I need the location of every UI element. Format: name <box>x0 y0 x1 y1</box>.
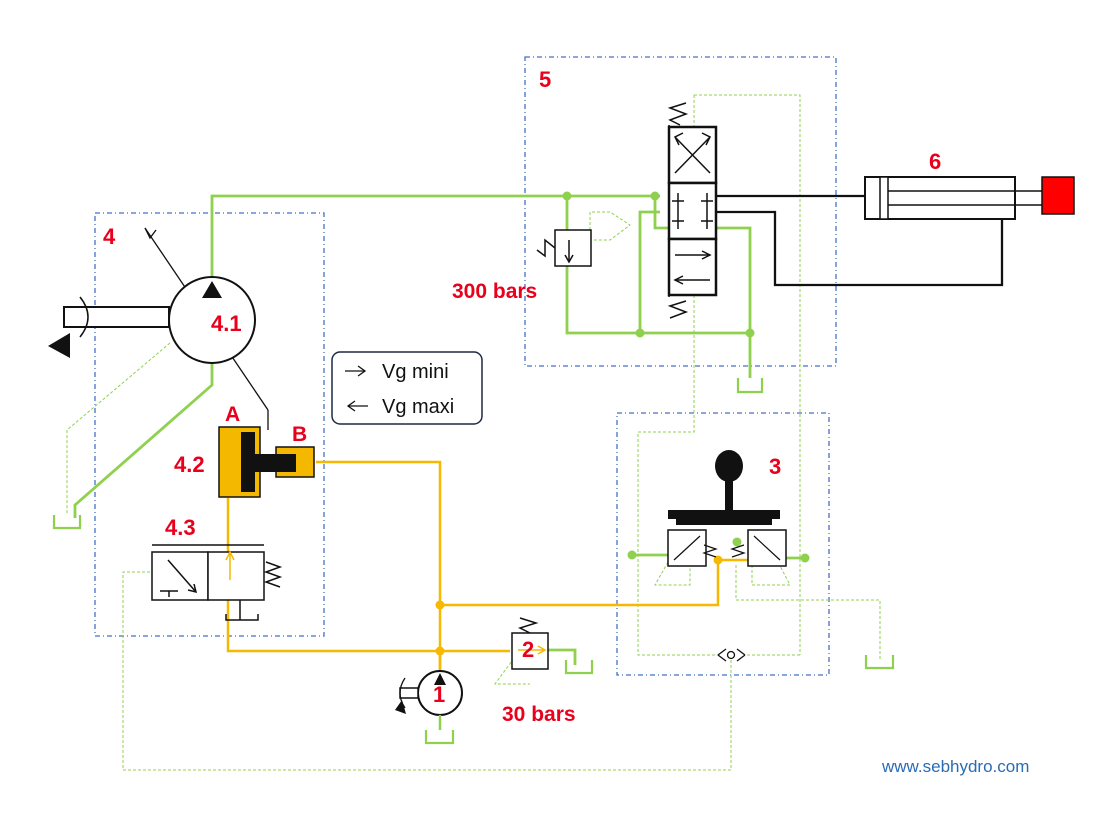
legend-arrow-left-icon <box>346 400 368 412</box>
servo-cylinder-symbol <box>218 426 315 498</box>
label-servo-port-a: A <box>225 403 240 426</box>
label-pump-main: 4.1 <box>211 311 242 336</box>
main-line-pressure <box>210 194 660 278</box>
label-pump-assembly: 4 <box>103 224 116 249</box>
shuttle-valve <box>717 648 746 662</box>
pilot-line-to-control <box>122 571 732 771</box>
main-line-return-a <box>638 210 660 333</box>
pilot-line-left <box>637 95 718 656</box>
tank-pump-drain <box>52 515 82 530</box>
tank-relief-30 <box>564 660 594 675</box>
charge-pump-symbol <box>395 670 463 730</box>
main-line-suction <box>73 362 214 518</box>
actuator-cylinder <box>864 176 1075 220</box>
legend-box <box>331 351 483 425</box>
joystick-drain-right <box>751 561 791 586</box>
legend-vg-mini: Vg mini <box>382 361 449 383</box>
label-actuator: 6 <box>929 149 941 174</box>
tank-charge-pump <box>424 730 455 745</box>
junctions <box>435 191 810 656</box>
drain-line-pump <box>66 342 171 515</box>
legend-arrow-right-icon <box>345 365 367 377</box>
main-line-relief-out <box>565 265 750 335</box>
label-joystick-block: 3 <box>769 454 781 479</box>
control-valve-symbol <box>151 544 283 621</box>
relief-300-pilot <box>589 211 631 241</box>
label-control-valve: 4.3 <box>165 515 196 540</box>
tank-joystick <box>864 655 895 670</box>
tank-directional <box>736 378 764 394</box>
pilot-to-servo-b <box>316 460 442 672</box>
label-servo-cylinder: 4.2 <box>174 452 205 477</box>
relief-valve-300 <box>536 229 592 267</box>
label-main-relief-setting: 300 bars <box>452 280 537 303</box>
joystick-drain-left <box>654 561 691 586</box>
relief-30-tank <box>545 648 577 665</box>
joystick-symbol <box>667 450 787 567</box>
actuator-lines <box>716 194 1004 287</box>
legend-vg-maxi: Vg maxi <box>382 396 454 418</box>
directional-valve-symbol <box>667 102 718 319</box>
charge-line <box>226 498 510 653</box>
label-directional-block: 5 <box>539 67 551 92</box>
label-charge-relief: 2 <box>522 637 534 662</box>
label-servo-port-b: B <box>292 423 307 446</box>
pilot-line-top <box>694 94 801 655</box>
relief-30-pilot <box>494 649 530 685</box>
pilot-to-joystick <box>440 558 748 607</box>
pump-assembly-box <box>94 212 325 637</box>
label-charge-relief-setting: 30 bars <box>502 703 576 726</box>
drain-line-joystick <box>735 565 881 660</box>
relief-valve-30 <box>511 617 549 670</box>
label-charge-pump: 1 <box>433 682 445 707</box>
website-link[interactable]: www.sebhydro.com <box>881 757 1029 776</box>
joystick-block-box <box>616 412 830 676</box>
variable-pump-symbol <box>48 227 269 430</box>
